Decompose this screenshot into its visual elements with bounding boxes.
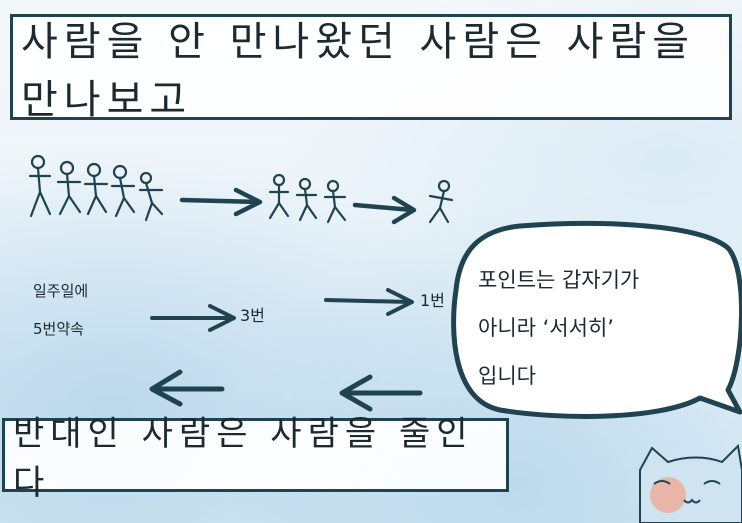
promise-label: 5번약속	[33, 320, 84, 338]
stick-figure	[83, 162, 109, 216]
arrow-right-icon	[324, 288, 414, 316]
stick-figure	[138, 171, 164, 222]
stick-figure	[110, 164, 136, 218]
bottom-text: 반대인 사람은 사람을 줄인다	[13, 414, 474, 503]
bottom-box: 반대인 사람은 사람을 줄인다	[2, 414, 509, 503]
cat-face-icon	[639, 443, 742, 523]
stick-figure	[56, 160, 82, 216]
stick-figure	[28, 154, 52, 218]
stick-figure	[268, 173, 290, 220]
stick-figure	[323, 179, 347, 224]
arrow-right-icon	[179, 187, 263, 217]
arrow-left-icon	[149, 369, 225, 407]
bubble-line: 포인트는 갑자기가	[478, 268, 640, 292]
arrow-left-icon	[339, 374, 423, 412]
bubble-text: 포인트는 갑자기가 아니라 ‘서서히’ 입니다	[478, 256, 639, 400]
stick-figure	[295, 177, 318, 222]
arrow-right-icon	[150, 304, 236, 332]
title-box: 사람을 안 만나왔던 사람은 사람을 만나보고	[10, 14, 732, 123]
arrow-right-icon	[352, 195, 417, 225]
stick-figure	[428, 179, 454, 224]
week-label: 일주일에	[33, 282, 89, 300]
once-label: 1번	[420, 291, 445, 310]
speech-bubble	[451, 221, 742, 419]
bubble-line: 아니라 ‘서서히’	[478, 316, 614, 340]
bubble-line: 입니다	[478, 364, 536, 388]
title-text: 사람을 안 만나왔던 사람은 사람을 만나보고	[21, 19, 696, 123]
three-times-label: 3번	[240, 306, 265, 325]
